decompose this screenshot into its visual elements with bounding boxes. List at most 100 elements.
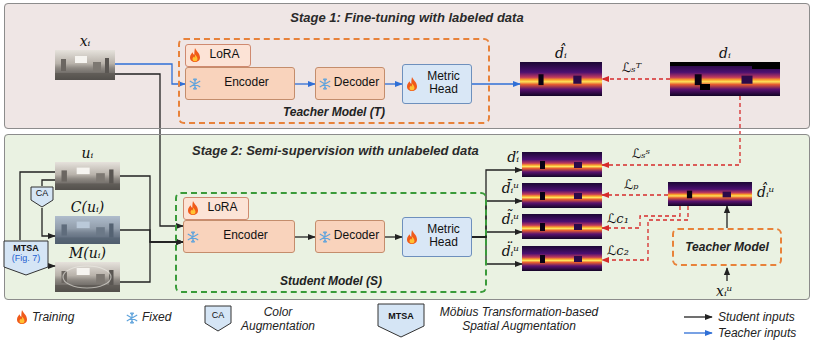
node-label: CA (36, 188, 49, 198)
module-box: Metric Head (402, 64, 472, 104)
text-wrap: d̃ᵢᵘ (502, 210, 519, 228)
math-label: dᵢ (719, 45, 731, 61)
stage-title: Stage 2: Semi-supervision with unlabeled… (189, 143, 482, 159)
text-wrap: Teacher Model (674, 230, 780, 264)
shape-outline (31, 187, 53, 207)
image-thumbnail: M(uᵢ) (55, 262, 120, 292)
image-thumbnail: d̈ᵢᵘ (522, 246, 602, 271)
text-wrap: Decoder (316, 68, 384, 97)
depth-map (522, 183, 602, 208)
connector-group (20, 64, 740, 282)
input-arrow (727, 268, 728, 281)
connector (120, 176, 183, 242)
text-wrap: CA (30, 186, 54, 198)
connector (385, 83, 402, 84)
module-box: Metric Head (402, 217, 472, 257)
model-group: Teacher Model (672, 228, 782, 266)
shape-outline (4, 241, 48, 275)
module-box: Encoder (183, 220, 295, 253)
legend-symbol (205, 306, 231, 331)
legend-symbol (205, 304, 712, 337)
rgb-panorama (55, 216, 120, 244)
loss-label: ℒₛᵀ (622, 60, 641, 76)
legend-label: Training (32, 310, 74, 324)
text-wrap: LoRA (184, 198, 248, 217)
depth-map (752, 62, 780, 69)
legend-label: Teacher inputs (718, 326, 796, 340)
legend-symbol-label: MTSA (378, 308, 424, 324)
image-thumbnail: xᵢ (55, 50, 115, 80)
connector (42, 180, 55, 186)
rgb-panorama (55, 50, 120, 292)
text-wrap: Encoder (184, 221, 294, 250)
augmentation-shield: CA (30, 186, 54, 208)
node-label: LoRA (209, 48, 239, 61)
rgb-panorama (55, 262, 120, 292)
connector (472, 83, 520, 84)
legend-label: Fixed (142, 310, 171, 324)
training-icon (407, 230, 417, 244)
fixed-icon (127, 313, 137, 324)
depth-map (668, 182, 752, 206)
node-label: Encoder (224, 76, 269, 89)
depth-map (522, 246, 602, 271)
math-label: d̄ᵢᵘ (502, 180, 519, 196)
node-label: MTSA (13, 243, 39, 253)
math-label: xᵢᵘ (716, 283, 732, 299)
connector (120, 230, 183, 242)
connector (20, 172, 55, 240)
model-group: LoRA Encoder Decoder Metric HeadTeacher Mod… (178, 38, 490, 124)
depth-map (520, 62, 780, 271)
text-wrap: Teacher Model (T) (180, 102, 488, 120)
legend-symbol (684, 316, 712, 317)
math-label: d̂ᵢᵘ (757, 184, 774, 200)
connector (472, 170, 522, 237)
panel-fill (4, 3, 810, 129)
fixed-icon (320, 232, 330, 243)
stage-panel: uᵢCAC(uᵢ)MTSA(Fig. 7)M(uᵢ)LoRAEncoderDec… (4, 134, 810, 300)
image-thumbnail: d̃ᵢᵘ (522, 214, 602, 239)
rgb-panorama (55, 216, 120, 244)
math-label: xᵢ (80, 33, 91, 49)
stage-title: Stage 1: Fine-tuning with labeled data (287, 10, 526, 26)
connector (42, 208, 55, 236)
text-wrap: Decoder (316, 221, 384, 250)
image-thumbnail: d̂ᵢ (520, 62, 602, 96)
module-box: Decoder (315, 220, 385, 253)
training-icon (188, 201, 198, 215)
text-wrap: LoRA (186, 45, 250, 64)
connector (295, 236, 315, 237)
depth-map (520, 62, 602, 96)
node-label: Metric Head (420, 70, 467, 96)
node-label: Encoder (223, 229, 268, 242)
math-label: C(uᵢ) (71, 199, 104, 215)
connector (472, 237, 522, 264)
training-icon (407, 77, 417, 91)
connector (472, 201, 522, 237)
text-wrap: ďᵢ (507, 148, 519, 166)
loss-label: ℒₛˢ (632, 146, 650, 162)
text-wrap: xᵢ (55, 32, 115, 50)
legend-label: Color Augmentation (236, 305, 320, 333)
depth-map (522, 152, 602, 177)
image-thumbnail: ďᵢ (522, 152, 602, 177)
text-wrap: dᵢ (670, 44, 780, 62)
text-wrap: C(uᵢ) (55, 198, 120, 216)
module-box: Decoder (315, 67, 385, 100)
depth-map (700, 84, 710, 90)
module-box: LoRA (185, 44, 251, 67)
node-label: Student Model (S) (280, 274, 382, 288)
connector (602, 78, 670, 79)
image-thumbnail: d̄ᵢᵘ (522, 183, 602, 208)
legend-label: Möbius Transformation-based Spatial Augm… (430, 305, 608, 333)
loss-label: ℒc₂ (607, 243, 629, 259)
rgb-panorama (55, 162, 120, 190)
loss-label: ℒₚ (624, 177, 639, 193)
text-wrap: Stage 2: Semi-supervision with unlabeled… (189, 141, 482, 159)
connector (602, 206, 688, 260)
connector (49, 265, 55, 266)
